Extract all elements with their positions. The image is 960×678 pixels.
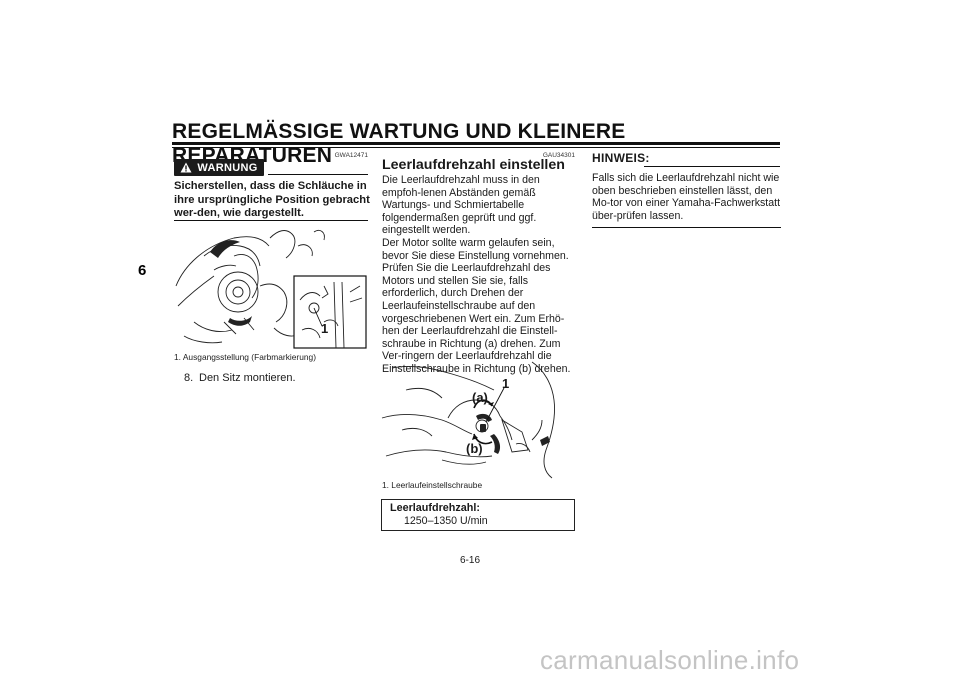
paragraph: Prüfen Sie die Leerlaufdrehzahl des Moto… xyxy=(382,262,571,375)
step-number: 8. xyxy=(184,372,194,384)
warning-text: Sicherstellen, dass die Schläuche in ihr… xyxy=(174,180,370,219)
spec-label: Leerlaufdrehzahl: xyxy=(390,502,480,514)
warning-doc-code: GWA12471 xyxy=(334,152,368,159)
note-title: HINWEIS: xyxy=(592,151,650,165)
warning-label: WARNUNG xyxy=(197,161,258,174)
header-rule-thin xyxy=(172,147,780,148)
chapter-tab: 6 xyxy=(138,262,147,279)
paragraph: Der Motor sollte warm gelaufen sein, bev… xyxy=(382,236,569,262)
section-title: Leerlaufdrehzahl einstellen xyxy=(382,157,565,173)
section-doc-code: GAU34301 xyxy=(542,152,575,159)
warning-rule xyxy=(268,174,368,175)
header-rule xyxy=(172,142,780,145)
hose-position-illustration xyxy=(175,229,367,349)
figure-label-a: (a) xyxy=(472,390,488,405)
paragraph: Die Leerlaufdrehzahl muss in den empfoh-… xyxy=(382,174,540,237)
left-figure-caption: 1. Ausgangsstellung (Farbmarkierung) xyxy=(174,352,316,362)
note-end-rule xyxy=(592,227,781,228)
warning-badge: WARNUNG xyxy=(174,159,264,176)
page-number: 6-16 xyxy=(460,555,481,566)
note-rule xyxy=(644,166,780,167)
figure-label-b: (b) xyxy=(466,441,483,456)
watermark: carmanualsonline.info xyxy=(540,645,800,675)
idle-screw-illustration xyxy=(381,361,555,479)
figure-label-1-left: 1 xyxy=(321,321,329,336)
warning-triangle-icon xyxy=(180,162,192,173)
middle-figure-caption: 1. Leerlaufeinstellschraube xyxy=(382,480,483,490)
note-text: Falls sich die Leerlaufdrehzahl nicht wi… xyxy=(592,172,781,222)
step-text: Den Sitz montieren. xyxy=(199,372,296,384)
figure-label-1-middle: 1 xyxy=(502,376,510,391)
section-body: Die Leerlaufdrehzahl muss in den empfoh-… xyxy=(382,174,578,376)
spec-box: Leerlaufdrehzahl: 1250–1350 U/min xyxy=(381,499,575,531)
spec-value: 1250–1350 U/min xyxy=(404,515,488,527)
warning-end-rule xyxy=(174,220,368,221)
page-header-title: REGELMÄSSIGE WARTUNG UND KLEINERE REPARA… xyxy=(172,120,626,167)
